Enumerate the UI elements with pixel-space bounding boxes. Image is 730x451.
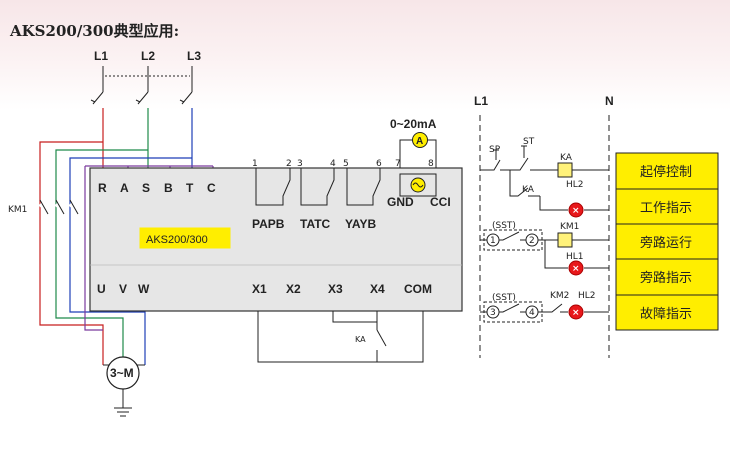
- svg-text:×: ×: [572, 264, 580, 274]
- ground-icon: [114, 389, 132, 417]
- meter-range: 0~20mA: [390, 117, 437, 131]
- function-start-stop: 起停控制: [640, 164, 692, 180]
- sst-label-1: (SST): [492, 221, 516, 231]
- term-num-8: 8: [428, 159, 434, 169]
- diagram-title: AKS200/300典型应用:: [9, 22, 179, 40]
- motor-label: 3~M: [110, 366, 134, 380]
- term-r: R: [98, 181, 107, 195]
- lamp-hl2-fault: [568, 304, 584, 320]
- term-t: T: [186, 181, 194, 195]
- ammeter-icon: [412, 132, 428, 148]
- function-panel: [615, 152, 719, 331]
- ka-relay-label: KA: [560, 153, 573, 163]
- svg-text:×: ×: [572, 308, 580, 318]
- term-num-3: 3: [297, 159, 303, 169]
- phase-label-l3: L3: [187, 49, 201, 63]
- function-fault-indicator: 故障指示: [640, 307, 692, 322]
- bus-label-n: N: [605, 94, 614, 108]
- lamp-hl2-run: [568, 202, 584, 218]
- term-num-1: 1: [252, 159, 258, 169]
- term-num-4: 4: [330, 159, 336, 169]
- relay-label-papb: PAPB: [252, 217, 285, 231]
- function-bypass-indicator: 旁路指示: [640, 270, 692, 286]
- term-num-2: 2: [286, 159, 292, 169]
- term-v: V: [119, 282, 127, 296]
- bypass-run-row: [480, 229, 609, 269]
- term-x3: X3: [328, 282, 343, 296]
- ka-contact-label: KA: [355, 335, 366, 344]
- term-com: COM: [404, 282, 432, 296]
- term-x1: X1: [252, 282, 267, 296]
- control-wiring: [257, 311, 424, 363]
- fault-row: [480, 301, 609, 323]
- km1-bypass-label: KM1: [8, 205, 27, 215]
- function-run-indicator: 工作指示: [640, 201, 692, 216]
- bus-label-l1: L1: [474, 94, 488, 108]
- sp-label: SP: [489, 145, 501, 155]
- ka-relay-coil: [557, 162, 573, 178]
- term-a: A: [120, 181, 129, 195]
- relay-label-yayb: YAYB: [345, 217, 376, 231]
- term-x2: X2: [286, 282, 301, 296]
- term-u: U: [97, 282, 106, 296]
- lamp-hl1-bypass: [568, 260, 584, 276]
- node-2: 2: [529, 236, 535, 246]
- hl2-label-bottom: HL2: [578, 291, 596, 301]
- ammeter-symbol: A: [416, 136, 423, 147]
- model-badge: [139, 227, 231, 249]
- svg-text:×: ×: [572, 206, 580, 216]
- term-gnd: GND: [387, 195, 414, 209]
- term-num-7: 7: [395, 159, 401, 169]
- term-w: W: [138, 282, 150, 296]
- phase-label-l2: L2: [141, 49, 155, 63]
- sst-label-2: (SST): [492, 293, 516, 303]
- term-b: B: [164, 181, 173, 195]
- ka-aux-label: KA: [522, 185, 535, 195]
- term-x4: X4: [370, 282, 385, 296]
- term-s: S: [142, 181, 150, 195]
- km2-label: KM2: [550, 291, 569, 301]
- function-bypass-run: 旁路运行: [640, 235, 692, 251]
- term-num-6: 6: [376, 159, 382, 169]
- term-num-5: 5: [343, 159, 349, 169]
- node-1: 1: [490, 236, 496, 246]
- relay-contacts: [255, 168, 381, 206]
- start-stop-row: [480, 145, 609, 211]
- model-label: AKS200/300: [146, 234, 208, 246]
- term-cci: CCI: [430, 195, 451, 209]
- node-3: 3: [490, 308, 496, 318]
- hl1-label: HL1: [566, 252, 584, 262]
- node-4: 4: [529, 308, 535, 318]
- km1-relay-label: KM1: [560, 222, 579, 232]
- main-breaker: [90, 66, 193, 105]
- phase-label-l1: L1: [94, 49, 108, 63]
- term-c: C: [207, 181, 216, 195]
- hl2-label-top: HL2: [566, 180, 584, 190]
- km1-relay-coil: [557, 232, 573, 248]
- cci-box: [399, 173, 437, 197]
- bypass-wiring: [38, 141, 214, 365]
- relay-label-tatc: TATC: [300, 217, 331, 231]
- st-label: ST: [523, 137, 535, 147]
